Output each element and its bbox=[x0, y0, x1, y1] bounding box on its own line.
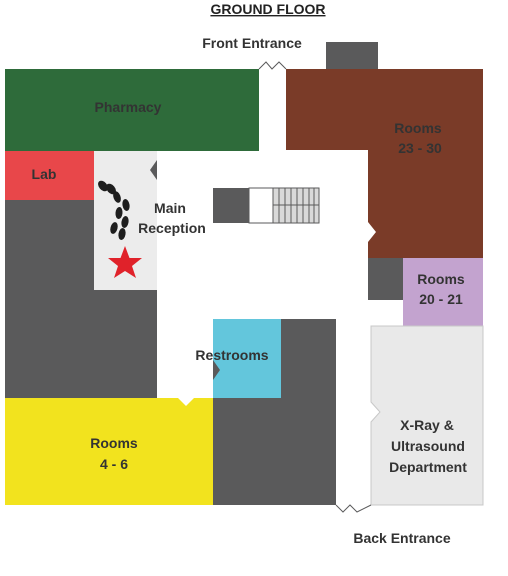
restrooms-label: Restrooms bbox=[195, 347, 268, 363]
lab-label: Lab bbox=[32, 166, 57, 182]
rooms-4-6-label-line2: 4 - 6 bbox=[100, 456, 128, 472]
back-entrance-label: Back Entrance bbox=[353, 530, 450, 546]
xray-label-line3: Department bbox=[389, 459, 467, 475]
rooms-20-21[interactable] bbox=[403, 258, 483, 326]
rooms-23-30-label-line2: 23 - 30 bbox=[398, 140, 442, 156]
rooms-20-21-label-line1: Rooms bbox=[417, 271, 465, 287]
rooms-20-21-label-line2: 20 - 21 bbox=[419, 291, 463, 307]
rooms-4-6-label-line1: Rooms bbox=[90, 435, 138, 451]
front-entrance-label: Front Entrance bbox=[202, 35, 302, 51]
xray-ultrasound-department[interactable] bbox=[370, 325, 484, 506]
footprints-icon bbox=[98, 180, 130, 240]
star-icon bbox=[108, 246, 142, 278]
main-reception-label-line1: Main bbox=[154, 200, 186, 216]
xray-label-line1: X-Ray & bbox=[400, 417, 454, 433]
rooftop-block bbox=[326, 42, 378, 69]
rooms-4-6[interactable] bbox=[5, 398, 213, 505]
pharmacy-label: Pharmacy bbox=[95, 99, 162, 115]
east-small-block bbox=[368, 258, 404, 300]
front-entrance-door bbox=[258, 61, 287, 70]
main-reception-label-line2: Reception bbox=[138, 220, 206, 236]
xray-label-line2: Ultrasound bbox=[391, 438, 465, 454]
pharmacy-room[interactable] bbox=[5, 69, 259, 151]
rooms-23-30-label-line1: Rooms bbox=[394, 120, 442, 136]
back-entrance-door bbox=[335, 504, 372, 513]
lab-room[interactable] bbox=[5, 151, 94, 200]
floor-title: GROUND FLOOR bbox=[210, 1, 325, 17]
rooms-23-30[interactable] bbox=[286, 69, 483, 258]
stairs-icon bbox=[213, 187, 320, 224]
restrooms[interactable] bbox=[213, 319, 281, 398]
